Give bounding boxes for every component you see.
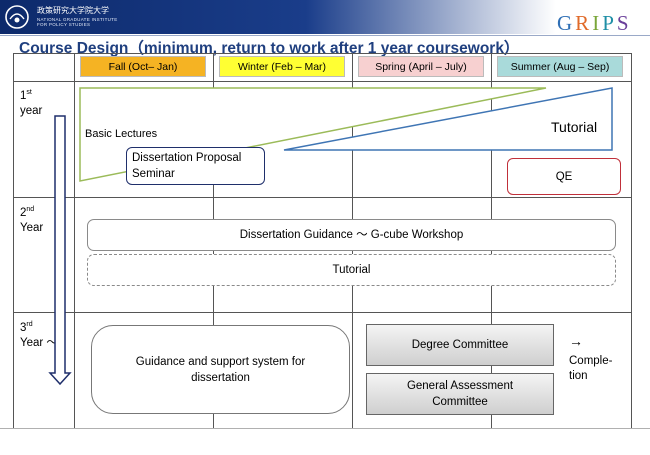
- year-2-label: 2nd Year: [20, 202, 43, 236]
- season-winter-label: Winter (Feb – Mar): [237, 60, 327, 73]
- institution-name-en-line1: NATIONAL GRADUATE INSTITUTE: [37, 17, 118, 22]
- year-2-word: Year: [20, 222, 44, 234]
- institution-name-jp: 政策研究大学院大学: [37, 6, 109, 15]
- tutorial-label-year2: Tutorial: [332, 264, 371, 276]
- completion-line1: Comple-: [569, 355, 613, 367]
- year-3-word: Year ～: [20, 337, 58, 349]
- year-1-word: year: [20, 105, 43, 117]
- grid-line-right: [631, 53, 632, 428]
- completion-arrow-icon: →: [569, 333, 583, 349]
- grid-line-left: [13, 53, 14, 428]
- completion-label: Comple- tion: [569, 354, 612, 384]
- general-assessment-line2: Committee: [432, 396, 488, 408]
- year-2-suffix: nd: [26, 206, 35, 213]
- grips-logo-letter: P: [602, 11, 617, 35]
- season-fall-label: Fall (Oct– Jan): [108, 60, 178, 73]
- season-fall: Fall (Oct– Jan): [80, 56, 206, 77]
- year-1-suffix: st: [26, 89, 32, 96]
- year-1-ordinal: 1: [20, 90, 27, 102]
- year-3-suffix: rd: [26, 321, 33, 328]
- dissertation-proposal-line1: Dissertation Proposal: [132, 152, 242, 164]
- guidance-support-line1: Guidance and support system for: [135, 355, 306, 368]
- grips-logo-letter: I: [592, 11, 603, 35]
- dissertation-guidance-workshop-box: Dissertation Guidance ～ G-cube Workshop: [87, 219, 616, 251]
- qe-box: QE: [507, 158, 621, 195]
- guidance-support-line2: dissertation: [191, 371, 250, 384]
- header-band: 政策研究大学院大学 NATIONAL GRADUATE INSTITUTE FO…: [0, 0, 556, 34]
- dissertation-proposal-line2: Seminar: [132, 168, 175, 180]
- tutorial-wedge: [283, 87, 613, 151]
- header-divider: [0, 35, 650, 36]
- grid-line-year2-bottom: [13, 312, 632, 313]
- grips-logo-letter: R: [575, 11, 593, 35]
- grips-logo: GRIPS: [557, 11, 632, 36]
- header-bar: 政策研究大学院大学 NATIONAL GRADUATE INSTITUTE FO…: [0, 0, 650, 35]
- year-1-label: 1st year: [20, 85, 42, 119]
- degree-committee-label: Degree Committee: [411, 339, 509, 351]
- season-summer-label: Summer (Aug – Sep): [510, 60, 610, 73]
- timeline-arrow-icon: [48, 115, 72, 386]
- season-spring-label: Spring (April – July): [375, 60, 467, 73]
- basic-lectures-label: Basic Lectures: [85, 128, 158, 140]
- grips-logo-letter: S: [616, 11, 632, 35]
- grid-line-col1: [74, 53, 75, 428]
- general-assessment-committee-box: General Assessment Committee: [366, 373, 554, 415]
- tutorial-box-year2: Tutorial: [87, 254, 616, 286]
- grid-line-year1-bottom: [13, 197, 632, 198]
- season-summer: Summer (Aug – Sep): [497, 56, 623, 77]
- year-3-ordinal: 3: [20, 322, 27, 334]
- dissertation-guidance-workshop-label: Dissertation Guidance ～ G-cube Workshop: [239, 229, 464, 241]
- guidance-support-system-box: Guidance and support system for disserta…: [91, 325, 350, 414]
- season-winter: Winter (Feb – Mar): [219, 56, 345, 77]
- institution-name-en-line2: FOR POLICY STUDIES: [37, 22, 91, 27]
- qe-label: QE: [555, 170, 573, 183]
- completion-line2: tion: [569, 370, 588, 382]
- season-spring: Spring (April – July): [358, 56, 484, 77]
- dissertation-proposal-seminar-box: Dissertation Proposal Seminar: [126, 147, 265, 185]
- institution-logo-icon: [5, 5, 29, 29]
- grips-logo-letter: G: [557, 11, 576, 35]
- year-3-label: 3rd Year ～: [20, 317, 58, 351]
- year-2-ordinal: 2: [20, 207, 27, 219]
- footer-divider: [0, 428, 650, 429]
- grid-line-header-bottom: [13, 81, 632, 82]
- grid-line-top: [13, 53, 632, 54]
- tutorial-label-year1: Tutorial: [551, 119, 598, 135]
- degree-committee-box: Degree Committee: [366, 324, 554, 366]
- page-title: Course Design（minimum, return to work af…: [19, 40, 520, 57]
- general-assessment-line1: General Assessment: [406, 380, 514, 392]
